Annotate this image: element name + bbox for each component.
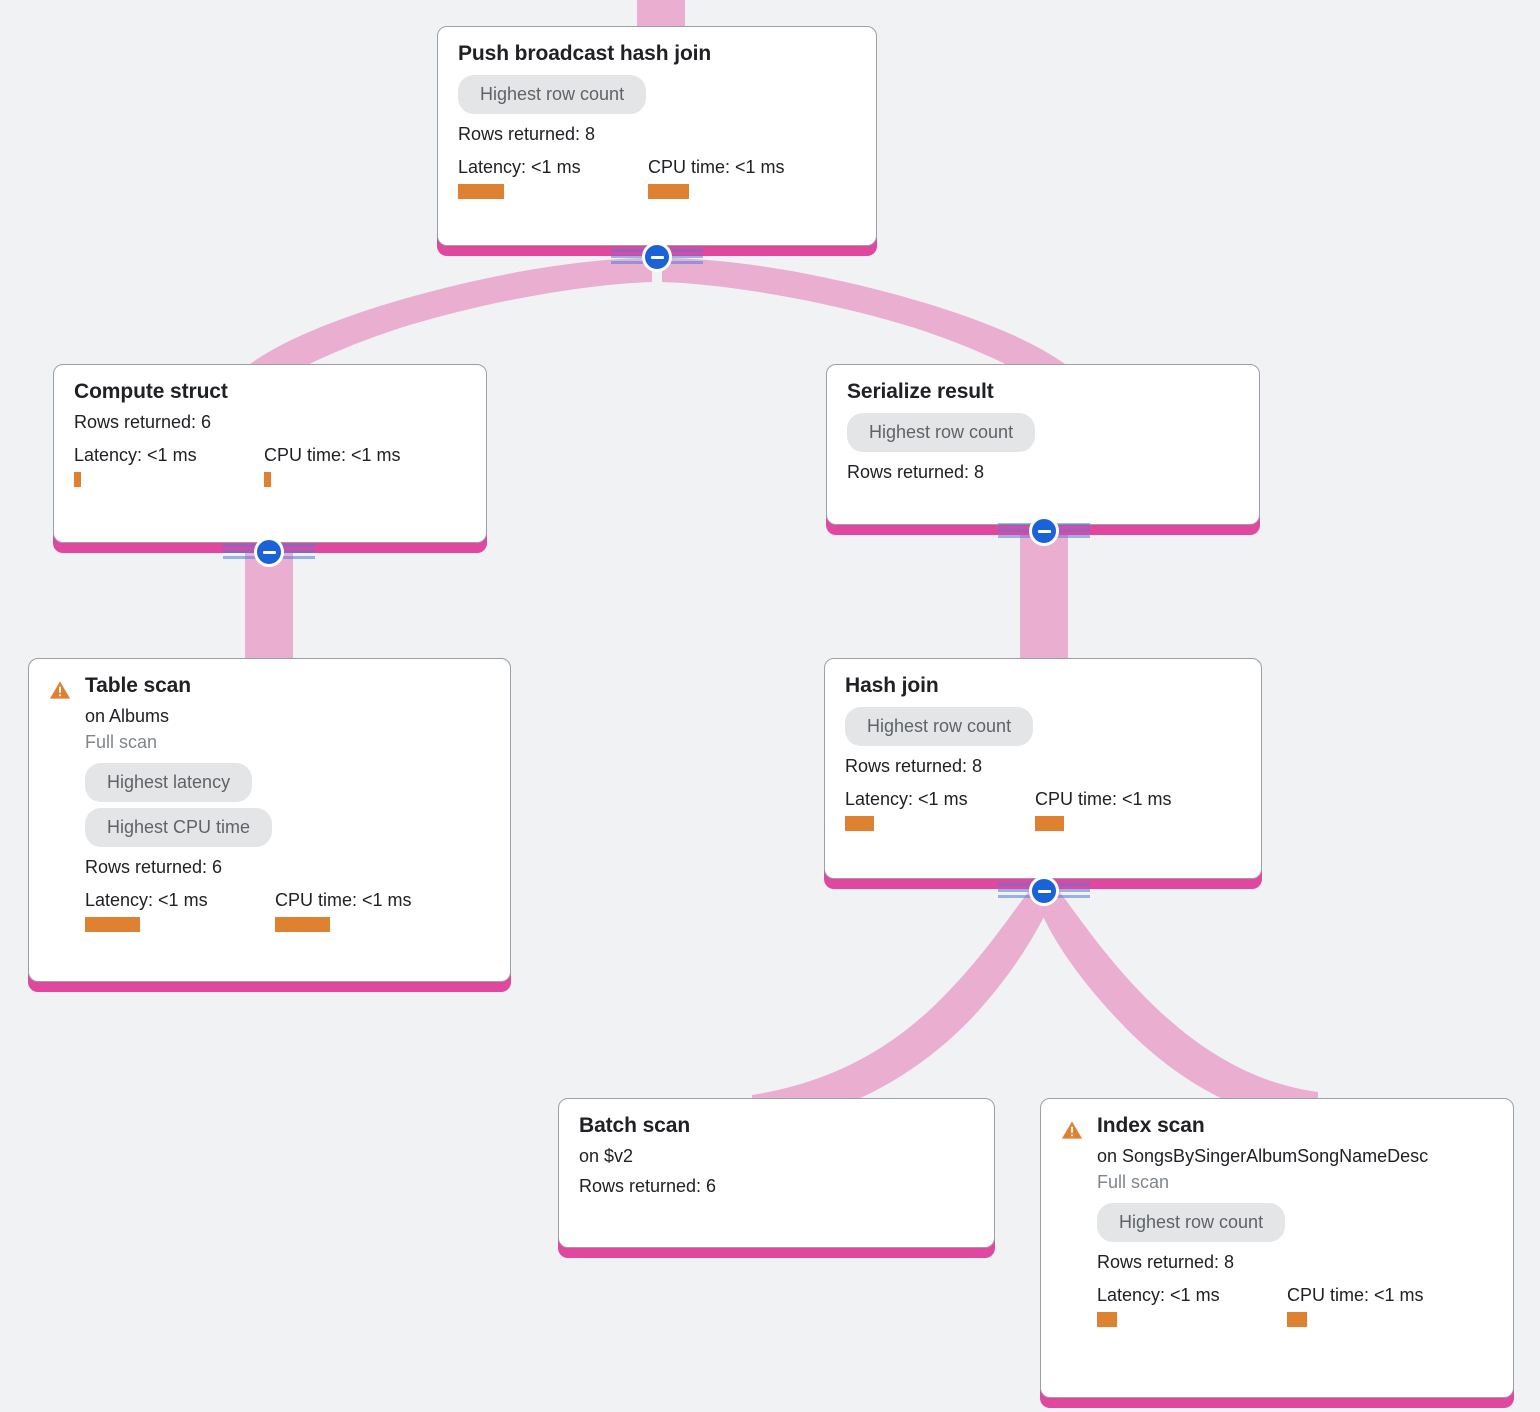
latency-bar <box>85 917 140 933</box>
cpu-bar <box>648 184 689 200</box>
latency-metric: Latency: <1 ms <box>845 789 1035 832</box>
cpu-bar <box>275 917 330 933</box>
node-target: on Albums <box>85 705 170 726</box>
node-target: on $v2 <box>579 1145 634 1166</box>
node-hash-join[interactable]: Hash join Highest row count Rows returne… <box>824 658 1262 879</box>
node-title: Compute struct <box>74 380 228 403</box>
node-title: Serialize result <box>847 380 994 403</box>
collapse-toggle-push-broadcast-hash-join[interactable] <box>611 242 703 272</box>
node-index-scan[interactable]: Index scan on SongsBySingerAlbumSongName… <box>1040 1098 1514 1398</box>
badge-row: Highest row count <box>847 410 1239 455</box>
badge-row: Highest latency Highest CPU time <box>85 760 490 850</box>
metrics-row: Latency: <1 ms CPU time: <1 ms <box>458 157 856 200</box>
minus-icon[interactable] <box>254 537 284 567</box>
latency-bar <box>1097 1312 1117 1328</box>
collapse-toggle-hash-join[interactable] <box>998 876 1090 906</box>
metrics-row: Latency: <1 ms CPU time: <1 ms <box>1097 1285 1493 1328</box>
badge-highest-row-count: Highest row count <box>845 706 1034 746</box>
cpu-label: CPU time: <1 ms <box>648 156 785 177</box>
cpu-metric: CPU time: <1 ms <box>1287 1285 1424 1328</box>
metrics-row: Latency: <1 ms CPU time: <1 ms <box>74 445 466 488</box>
cpu-bar <box>264 472 271 488</box>
latency-bar <box>74 472 81 488</box>
cpu-metric: CPU time: <1 ms <box>648 157 785 200</box>
cpu-bar <box>1287 1312 1307 1328</box>
node-target: on SongsBySingerAlbumSongNameDesc <box>1097 1145 1429 1166</box>
collapse-toggle-compute-struct[interactable] <box>223 537 315 567</box>
node-title: Index scan <box>1097 1114 1205 1137</box>
latency-label: Latency: <1 ms <box>85 889 208 910</box>
edge-serialize-result-to-hash-join <box>1020 530 1068 670</box>
cpu-metric: CPU time: <1 ms <box>264 445 401 488</box>
cpu-metric: CPU time: <1 ms <box>1035 789 1172 832</box>
minus-icon[interactable] <box>642 242 672 272</box>
badge-highest-row-count: Highest row count <box>458 74 647 114</box>
badge-row: Highest row count <box>458 72 856 117</box>
node-serialize-result[interactable]: Serialize result Highest row count Rows … <box>826 364 1260 525</box>
minus-icon[interactable] <box>1029 876 1059 906</box>
cpu-label: CPU time: <1 ms <box>275 889 412 910</box>
node-title: Table scan <box>85 674 191 697</box>
latency-metric: Latency: <1 ms <box>458 157 648 200</box>
cpu-label: CPU time: <1 ms <box>1287 1284 1424 1305</box>
node-title: Batch scan <box>579 1114 691 1137</box>
cpu-label: CPU time: <1 ms <box>1035 788 1172 809</box>
badge-highest-cpu-time: Highest CPU time <box>85 807 273 847</box>
rows-returned: Rows returned: 6 <box>74 411 212 432</box>
badge-highest-latency: Highest latency <box>85 762 253 802</box>
latency-metric: Latency: <1 ms <box>74 445 264 488</box>
warning-icon <box>49 679 71 701</box>
node-batch-scan[interactable]: Batch scan on $v2 Rows returned: 6 <box>558 1098 995 1248</box>
metrics-row: Latency: <1 ms CPU time: <1 ms <box>85 890 490 933</box>
node-scan-type: Full scan <box>1097 1171 1170 1192</box>
metrics-row: Latency: <1 ms CPU time: <1 ms <box>845 789 1241 832</box>
minus-icon[interactable] <box>1029 516 1059 546</box>
cpu-bar <box>1035 816 1064 832</box>
latency-label: Latency: <1 ms <box>74 444 197 465</box>
latency-label: Latency: <1 ms <box>845 788 968 809</box>
latency-bar <box>845 816 874 832</box>
latency-label: Latency: <1 ms <box>1097 1284 1220 1305</box>
rows-returned: Rows returned: 6 <box>579 1175 717 1196</box>
rows-returned: Rows returned: 8 <box>1097 1251 1235 1272</box>
badge-highest-row-count: Highest row count <box>847 412 1036 452</box>
warning-icon <box>1061 1119 1083 1141</box>
rows-returned: Rows returned: 8 <box>847 461 985 482</box>
latency-metric: Latency: <1 ms <box>85 890 275 933</box>
badge-row: Highest row count <box>1097 1200 1493 1245</box>
badge-highest-row-count: Highest row count <box>1097 1202 1286 1242</box>
rows-returned: Rows returned: 8 <box>458 123 596 144</box>
edge-hash-join-to-index-scan <box>1038 890 1318 1128</box>
node-title: Hash join <box>845 674 939 697</box>
latency-bar <box>458 184 504 200</box>
node-scan-type: Full scan <box>85 731 158 752</box>
node-compute-struct[interactable]: Compute struct Rows returned: 6 Latency:… <box>53 364 487 543</box>
collapse-toggle-serialize-result[interactable] <box>998 516 1090 546</box>
edge-hash-join-to-batch-scan <box>752 890 1050 1130</box>
node-push-broadcast-hash-join[interactable]: Push broadcast hash join Highest row cou… <box>437 26 877 246</box>
cpu-label: CPU time: <1 ms <box>264 444 401 465</box>
latency-label: Latency: <1 ms <box>458 156 581 177</box>
cpu-metric: CPU time: <1 ms <box>275 890 412 933</box>
rows-returned: Rows returned: 8 <box>845 755 983 776</box>
rows-returned: Rows returned: 6 <box>85 856 223 877</box>
node-table-scan[interactable]: Table scan on Albums Full scan Highest l… <box>28 658 511 982</box>
edge-root-to-compute-struct <box>262 262 652 366</box>
badge-row: Highest row count <box>845 704 1241 749</box>
latency-metric: Latency: <1 ms <box>1097 1285 1287 1328</box>
node-title: Push broadcast hash join <box>458 42 712 65</box>
